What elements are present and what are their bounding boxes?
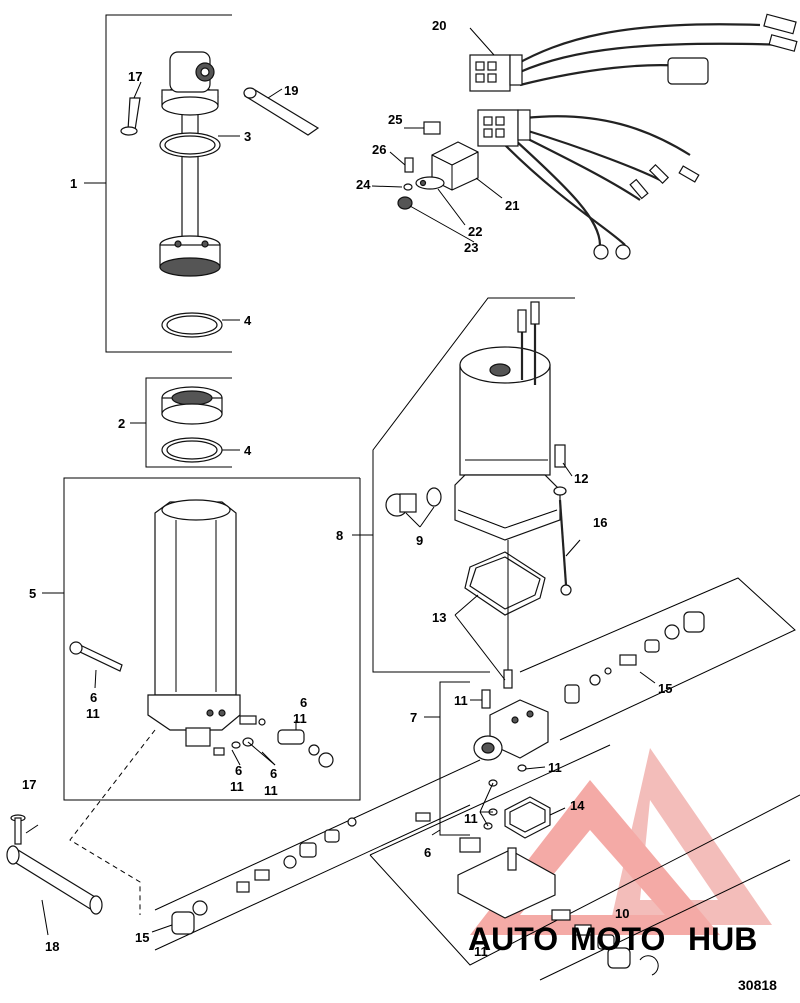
callout-26: 26 [372,142,386,157]
lower-frame [369,744,800,981]
dashed-leader [69,729,156,915]
callout-11-bottom: 11 [474,944,488,959]
callout-17-top: 17 [128,69,142,84]
callout-6-lower-b: 6 [270,766,277,781]
callout-9: 9 [416,533,423,548]
callout-8: 8 [336,528,343,543]
callout-17-bottom: 17 [22,777,36,792]
square-25 [423,121,441,135]
callout-5: 5 [29,586,36,601]
callout-11-pump: 11 [454,693,468,708]
callout-25: 25 [388,112,402,127]
pump-body [473,689,549,761]
piston-cap [161,386,223,463]
valve-group-frame-left [154,759,481,951]
callout-10: 10 [615,906,629,921]
callout-1: 1 [70,176,77,191]
clip-22 [415,176,445,190]
callout-6-spring: 6 [424,845,431,860]
figure-number: 30818 [738,977,777,993]
callout-11-lower-b: 11 [264,783,278,798]
grommet-23 [397,196,413,210]
callout-18: 18 [45,939,59,954]
callout-3: 3 [244,129,251,144]
gasket-13 [464,551,546,616]
wire-harness [504,13,798,260]
valve-group-frame-right [519,577,796,741]
pin-17-bottom [10,814,26,845]
callout-11-valve: 11 [293,711,307,726]
trim-pump-motor [454,301,561,541]
callout-11-lower-a: 11 [230,779,244,794]
screw-12 [553,444,567,496]
pin-17-top [120,97,141,136]
callout-13: 13 [432,610,446,625]
callout-11-seals-group: 11 [464,811,478,826]
group-bracket-8 [352,297,575,673]
callout-19: 19 [284,83,298,98]
ground-wire-16 [558,499,572,596]
group-bracket-7 [424,681,470,836]
nut-24 [403,183,413,191]
callout-15-right: 15 [658,681,672,696]
callout-11-bolt: 11 [86,706,100,721]
trim-cylinder [147,499,241,747]
valve-plate [457,847,556,919]
plug-9 [385,487,442,517]
bolt-6-long [69,641,123,672]
callout-16: 16 [593,515,607,530]
watermark-text-moto: MOTO [570,921,665,957]
watermark-text: AUTO MOTO HUB [468,921,757,957]
callout-21: 21 [505,198,519,213]
callout-7: 7 [410,710,417,725]
callout-11-seal: 11 [548,760,562,775]
group-bracket-1 [84,14,232,353]
callout-20: 20 [432,18,446,33]
screw-26 [404,157,414,173]
callout-14: 14 [570,798,585,813]
valve-parts-left [171,817,357,935]
callout-6-valve: 6 [300,695,307,710]
callout-6-bolt: 6 [90,690,97,705]
callout-12: 12 [574,471,588,486]
callout-2: 2 [118,416,125,431]
valve-parts-bottom [551,909,659,976]
callout-labels: 1 17 19 3 4 2 4 5 6 11 6 11 6 11 6 11 17… [22,18,672,959]
pin-19 [243,87,320,136]
callout-4-mid: 4 [244,443,252,458]
callout-24: 24 [356,177,371,192]
watermark-text-hub: HUB [688,921,757,957]
small-valve-parts-left [213,715,334,768]
callout-22: 22 [468,224,482,239]
group-bracket-5 [42,477,361,801]
watermark-text-auto: AUTO [468,921,558,957]
relay-connector-lower [477,109,531,147]
group-bracket-2 [130,377,232,468]
callout-4-top: 4 [244,313,252,328]
valve-parts-right [564,611,705,704]
callout-15-left: 15 [135,930,149,945]
o-ring-4-top [161,312,223,338]
trim-ram-rod [159,51,221,277]
callout-6-lower-a: 6 [235,763,242,778]
spring-6 [415,812,481,853]
callout-23: 23 [464,240,478,255]
pin-18 [6,845,103,915]
relay-connector-upper [469,54,523,92]
seal-14 [504,796,551,839]
callout-leaders [25,27,656,936]
